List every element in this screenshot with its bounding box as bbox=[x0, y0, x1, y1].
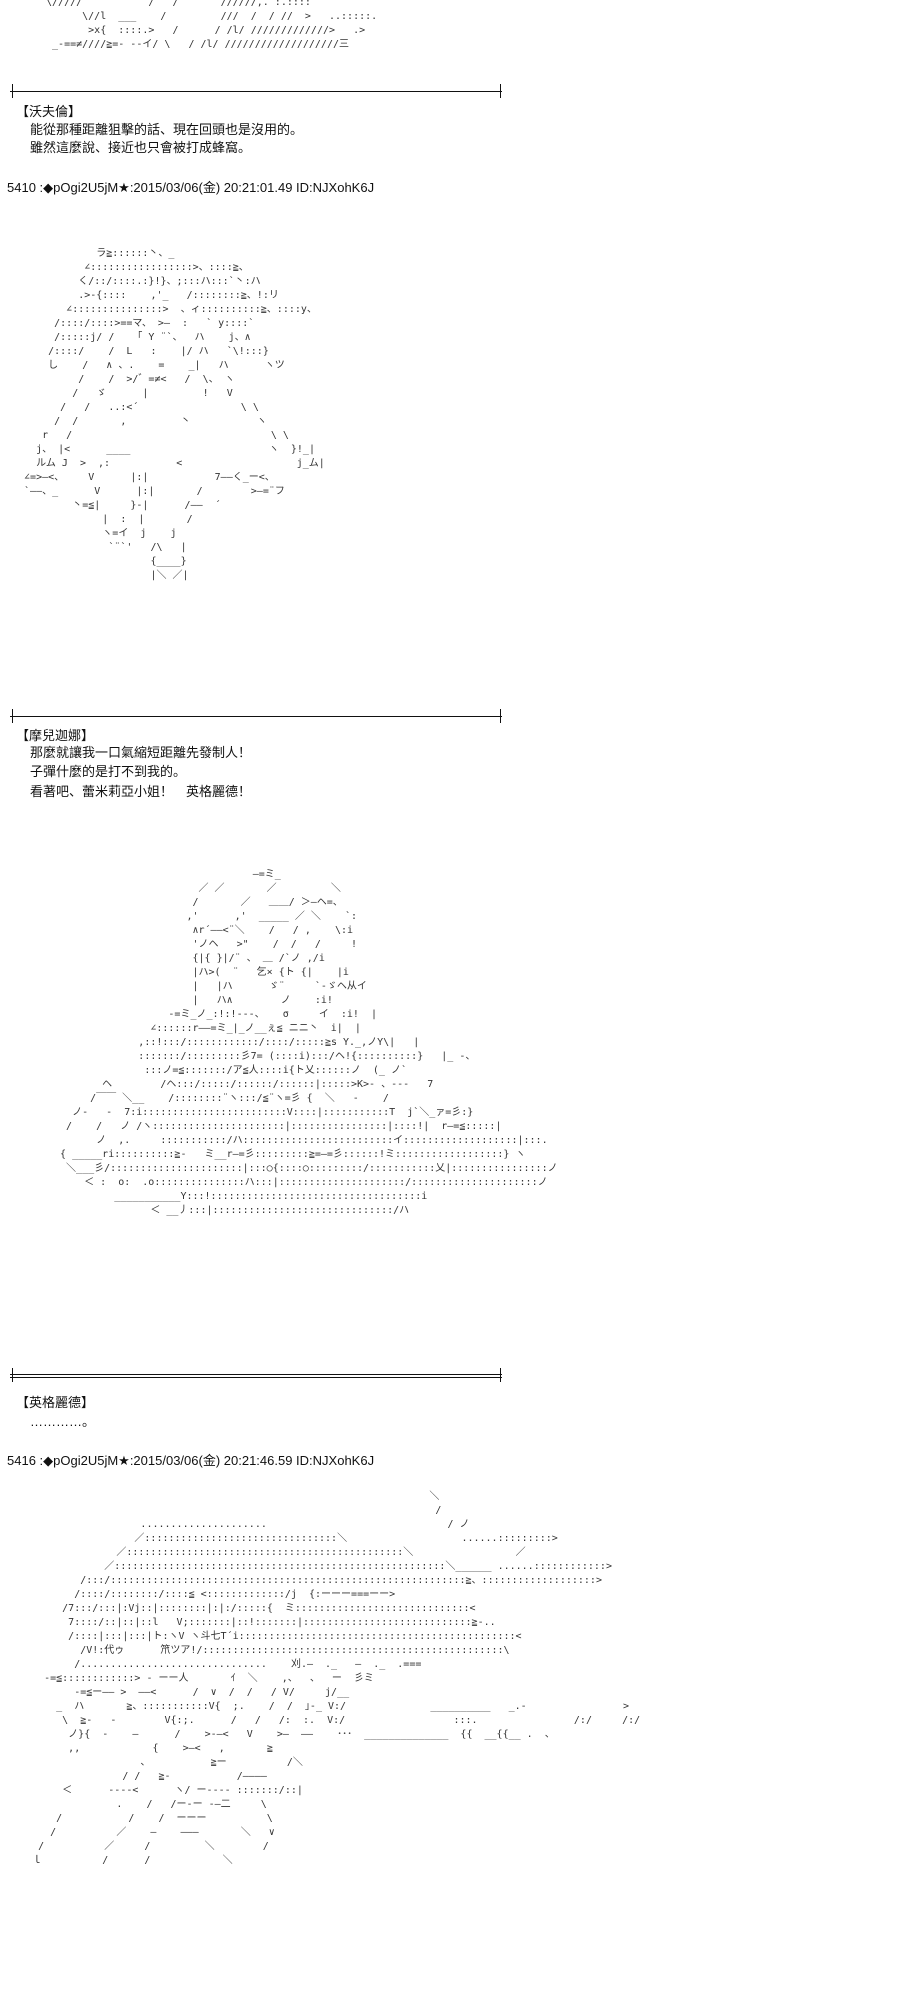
divider-3-right-tick bbox=[500, 1368, 501, 1382]
divider-3 bbox=[10, 1374, 502, 1378]
ascii-art-character-1: ラ≧::::::丶、_ ∠:::::::::::::::::>、::::≧、 く… bbox=[24, 248, 325, 581]
divider-1-right-tick bbox=[500, 84, 501, 98]
post-header-1: 5410 :◆pOgi2U5jM★:2015/03/06(金) 20:21:01… bbox=[7, 180, 375, 195]
ascii-art-top: \///// / / //////,. :.:::: \//l ___ / //… bbox=[46, 0, 378, 50]
ascii-art-character-3: ＼ / ..................... / ノ ／:::::::::… bbox=[32, 1491, 641, 1866]
divider-2-right-tick bbox=[500, 709, 501, 723]
divider-3-left-tick bbox=[12, 1368, 13, 1382]
divider-2 bbox=[10, 716, 502, 717]
dialogue-line: 雖然這麼說、接近也只會被打成蜂窩。 bbox=[30, 140, 252, 155]
dialogue-line: 看著吧、蕾米莉亞小姐！ 英格麗德！ bbox=[30, 784, 252, 799]
dialogue-line: 能從那種距離狙擊的話、現在回頭也是沒用的。 bbox=[30, 122, 304, 137]
divider-2-left-tick bbox=[12, 709, 13, 723]
speaker-label-2: 【摩兒迦娜】 bbox=[16, 728, 95, 743]
divider-1 bbox=[10, 91, 502, 92]
speaker-label-3: 【英格麗德】 bbox=[16, 1395, 95, 1410]
speaker-label-1: 【沃夫倫】 bbox=[16, 104, 82, 119]
post-header-2: 5416 :◆pOgi2U5jM★:2015/03/06(金) 20:21:46… bbox=[7, 1453, 375, 1468]
divider-1-left-tick bbox=[12, 84, 13, 98]
dialogue-line: …………。 bbox=[30, 1414, 96, 1429]
dialogue-line: 那麼就讓我一口氣縮短距離先發制人！ bbox=[30, 745, 252, 760]
ascii-art-character-2: ―=ミ_ ／ ／ ／ ＼ / ／ ＿＿/ ＞―ヘ=、 ,' ,' _____ ／… bbox=[60, 869, 558, 1216]
dialogue-line: 子彈什麼的是打不到我的。 bbox=[30, 764, 187, 779]
